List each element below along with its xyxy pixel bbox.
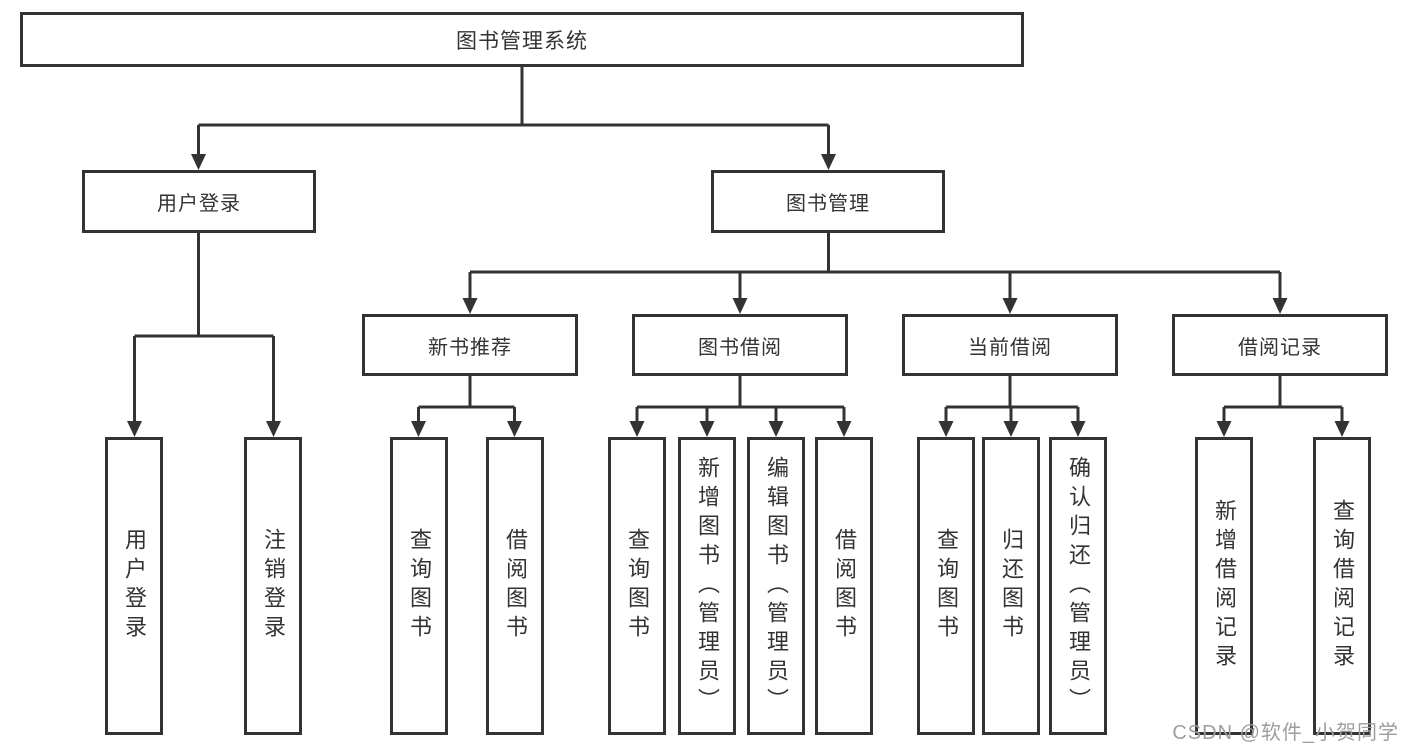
- node-new-book-recommend: 新书推荐: [362, 314, 578, 376]
- node-borrow-records-label: 借阅记录: [1238, 336, 1322, 359]
- csdn-watermark: CSDN @软件_小贺同学: [1172, 722, 1399, 744]
- node-new-book-recommend-label: 新书推荐: [428, 336, 512, 359]
- leaf-borrow-books-2: 借阅图书: [815, 437, 873, 735]
- leaf-query-borrow-record-label: 查询借阅记录: [1330, 499, 1355, 673]
- leaf-query-books-1-label: 查询图书: [407, 528, 432, 644]
- node-root-system: 图书管理系统: [20, 12, 1024, 67]
- node-current-borrow-label: 当前借阅: [968, 336, 1052, 359]
- leaf-query-borrow-record: 查询借阅记录: [1313, 437, 1371, 735]
- node-book-borrow: 图书借阅: [632, 314, 848, 376]
- leaf-return-books-label: 归还图书: [999, 528, 1024, 644]
- leaf-return-books: 归还图书: [982, 437, 1040, 735]
- node-borrow-records: 借阅记录: [1172, 314, 1388, 376]
- leaf-query-books-1: 查询图书: [390, 437, 448, 735]
- leaf-borrow-books-1-label: 借阅图书: [503, 528, 528, 644]
- node-root-label: 图书管理系统: [456, 29, 588, 53]
- node-book-management-label: 图书管理: [786, 193, 870, 215]
- leaf-add-book-admin-label: 新增图书（管理员）: [695, 455, 720, 717]
- leaf-logout: 注销登录: [244, 437, 302, 735]
- leaf-confirm-return-admin-label: 确认归还（管理员）: [1066, 455, 1091, 717]
- node-book-management: 图书管理: [711, 170, 945, 233]
- node-user-login: 用户登录: [82, 170, 316, 233]
- leaf-add-borrow-record-label: 新增借阅记录: [1212, 499, 1237, 673]
- leaf-borrow-books-1: 借阅图书: [486, 437, 544, 735]
- node-book-borrow-label: 图书借阅: [698, 336, 782, 359]
- leaf-logout-label: 注销登录: [261, 528, 286, 644]
- leaf-confirm-return-admin: 确认归还（管理员）: [1049, 437, 1107, 735]
- leaf-edit-book-admin: 编辑图书（管理员）: [747, 437, 805, 735]
- leaf-add-book-admin: 新增图书（管理员）: [678, 437, 736, 735]
- leaf-query-books-2: 查询图书: [608, 437, 666, 735]
- leaf-user-login: 用户登录: [105, 437, 163, 735]
- leaf-edit-book-admin-label: 编辑图书（管理员）: [764, 455, 789, 717]
- leaf-query-books-3: 查询图书: [917, 437, 975, 735]
- leaf-add-borrow-record: 新增借阅记录: [1195, 437, 1253, 735]
- node-current-borrow: 当前借阅: [902, 314, 1118, 376]
- leaf-query-books-3-label: 查询图书: [934, 528, 959, 644]
- node-user-login-label: 用户登录: [157, 193, 241, 215]
- leaf-borrow-books-2-label: 借阅图书: [832, 528, 857, 644]
- leaf-user-login-label: 用户登录: [122, 528, 147, 644]
- leaf-query-books-2-label: 查询图书: [625, 528, 650, 644]
